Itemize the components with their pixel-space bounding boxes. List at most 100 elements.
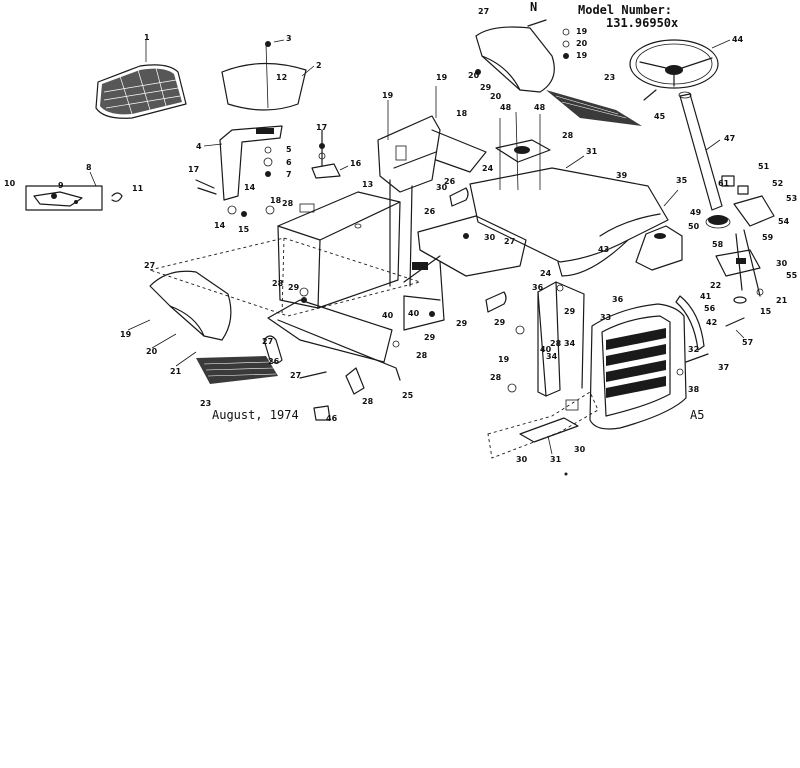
callout-9: 9 [58,181,64,190]
rear-plate-outline [148,237,422,317]
callout-38: 38 [688,385,700,394]
callout-23-b: 23 [604,73,615,82]
foot-pad-part: 23 [196,356,278,408]
callout-40-b: 40 [382,311,394,320]
callout-14-a: 14 [214,221,226,230]
callout-50: 50 [688,222,700,231]
callout-28-e: 28 [562,131,574,140]
hood-part: 39 31 24 35 43 [469,147,688,277]
callout-40: 40 [408,309,420,318]
callout-57: 57 [742,338,753,347]
model-number-label: Model Number: [578,3,672,17]
callout-56: 56 [704,304,716,313]
callout-26-c: 26 [444,177,456,186]
callout-29-f: 29 [564,307,576,316]
callout-36-b: 36 [612,295,624,304]
callout-27-a: 27 [144,261,155,270]
callout-28-f: 28 [550,339,562,348]
callout-29-c: 29 [424,333,436,342]
callout-30-e: 30 [574,445,586,454]
callout-61: 61 [718,179,730,188]
callout-28-a: 28 [282,199,294,208]
callout-28-b: 28 [272,279,284,288]
callout-31-b: 31 [550,455,562,464]
callout-42: 42 [706,318,717,327]
callout-47: 47 [724,134,735,143]
support-plate-part: 30 27 24 26 29 40 29 40 28 [382,207,552,360]
callout-10: 10 [4,179,16,188]
hinge-bracket-part: 17 16 [311,123,362,179]
steering-column-part: 47 49 50 [678,91,735,231]
callout-27-b: 27 [290,371,301,380]
callout-31: 31 [586,147,598,156]
callout-19-f: 19 [498,355,510,364]
callout-34-b: 34 [564,339,576,348]
callout-51: 51 [758,162,770,171]
callout-11: 11 [132,184,144,193]
callout-28-c: 28 [362,397,374,406]
callout-23: 23 [200,399,211,408]
drag-link-part: 41 42 57 [675,292,753,351]
callout-30-d: 30 [516,455,528,464]
callout-19-c: 19 [436,73,448,82]
callout-58: 58 [712,240,724,249]
callout-18: 18 [270,196,282,205]
callout-30-b: 30 [484,233,496,242]
latch-assembly-part: 8 10 11 9 [4,163,144,211]
callout-53: 53 [786,194,797,203]
callout-41: 41 [700,292,712,301]
running-board-part: 25 28 29 26 27 28 46 27 [262,279,414,423]
page-code: A5 [690,408,704,422]
callout-24-b: 24 [482,164,494,173]
callout-27-d: 27 [504,237,515,246]
callout-34-a: 34 [546,352,558,361]
callout-26-b: 26 [424,207,436,216]
header-mark: N [530,0,537,14]
callout-29-d: 29 [494,318,506,327]
callout-48-a: 48 [500,103,512,112]
callout-37: 37 [718,363,729,372]
callout-39: 39 [616,171,628,180]
callout-15-b: 15 [760,307,772,316]
callout-30-a: 30 [436,183,448,192]
callout-19: 19 [120,330,132,339]
callout-43: 43 [598,245,609,254]
seat-part: 1 [95,33,187,119]
seat-spring-part: 4 5 6 7 [196,125,292,201]
callout-54: 54 [778,217,790,226]
callout-40-c: 40 [540,345,552,354]
callout-7: 7 [286,170,292,179]
callout-28-g: 28 [490,373,502,382]
callout-16: 16 [350,159,362,168]
callout-49: 49 [690,208,702,217]
diagram-date: August, 1974 [212,408,299,422]
callout-46: 46 [326,414,338,423]
callout-19-e: 19 [576,51,588,60]
callout-19-d: 19 [576,27,588,36]
right-foot-pad-part: 23 [546,73,642,126]
callout-27-c: 27 [262,337,273,346]
callout-3: 3 [286,34,292,43]
callout-17-left: 17 [188,165,199,174]
callout-22: 22 [710,281,721,290]
callout-36-a: 36 [532,283,544,292]
spring-hardware: 17 14 14 15 18 28 [188,165,294,234]
callout-55: 55 [786,271,798,280]
callout-15: 15 [238,225,250,234]
callout-32: 32 [688,345,699,354]
callout-21-b: 21 [776,296,788,305]
callout-27-e: 27 [478,7,489,16]
steering-wheel-part: 44 45 [629,35,744,121]
callout-8: 8 [86,163,92,172]
callout-2: 2 [316,61,322,70]
callout-5: 5 [286,145,292,154]
callout-29-b: 29 [456,319,468,328]
callout-18-b: 18 [456,109,468,118]
grille-part: 32 37 38 [589,303,729,430]
callout-52: 52 [772,179,783,188]
callout-48-b: 48 [534,103,546,112]
front-bracket-part: 30 31 30 [487,391,599,476]
callout-12: 12 [276,73,287,82]
callout-17: 17 [316,123,327,132]
